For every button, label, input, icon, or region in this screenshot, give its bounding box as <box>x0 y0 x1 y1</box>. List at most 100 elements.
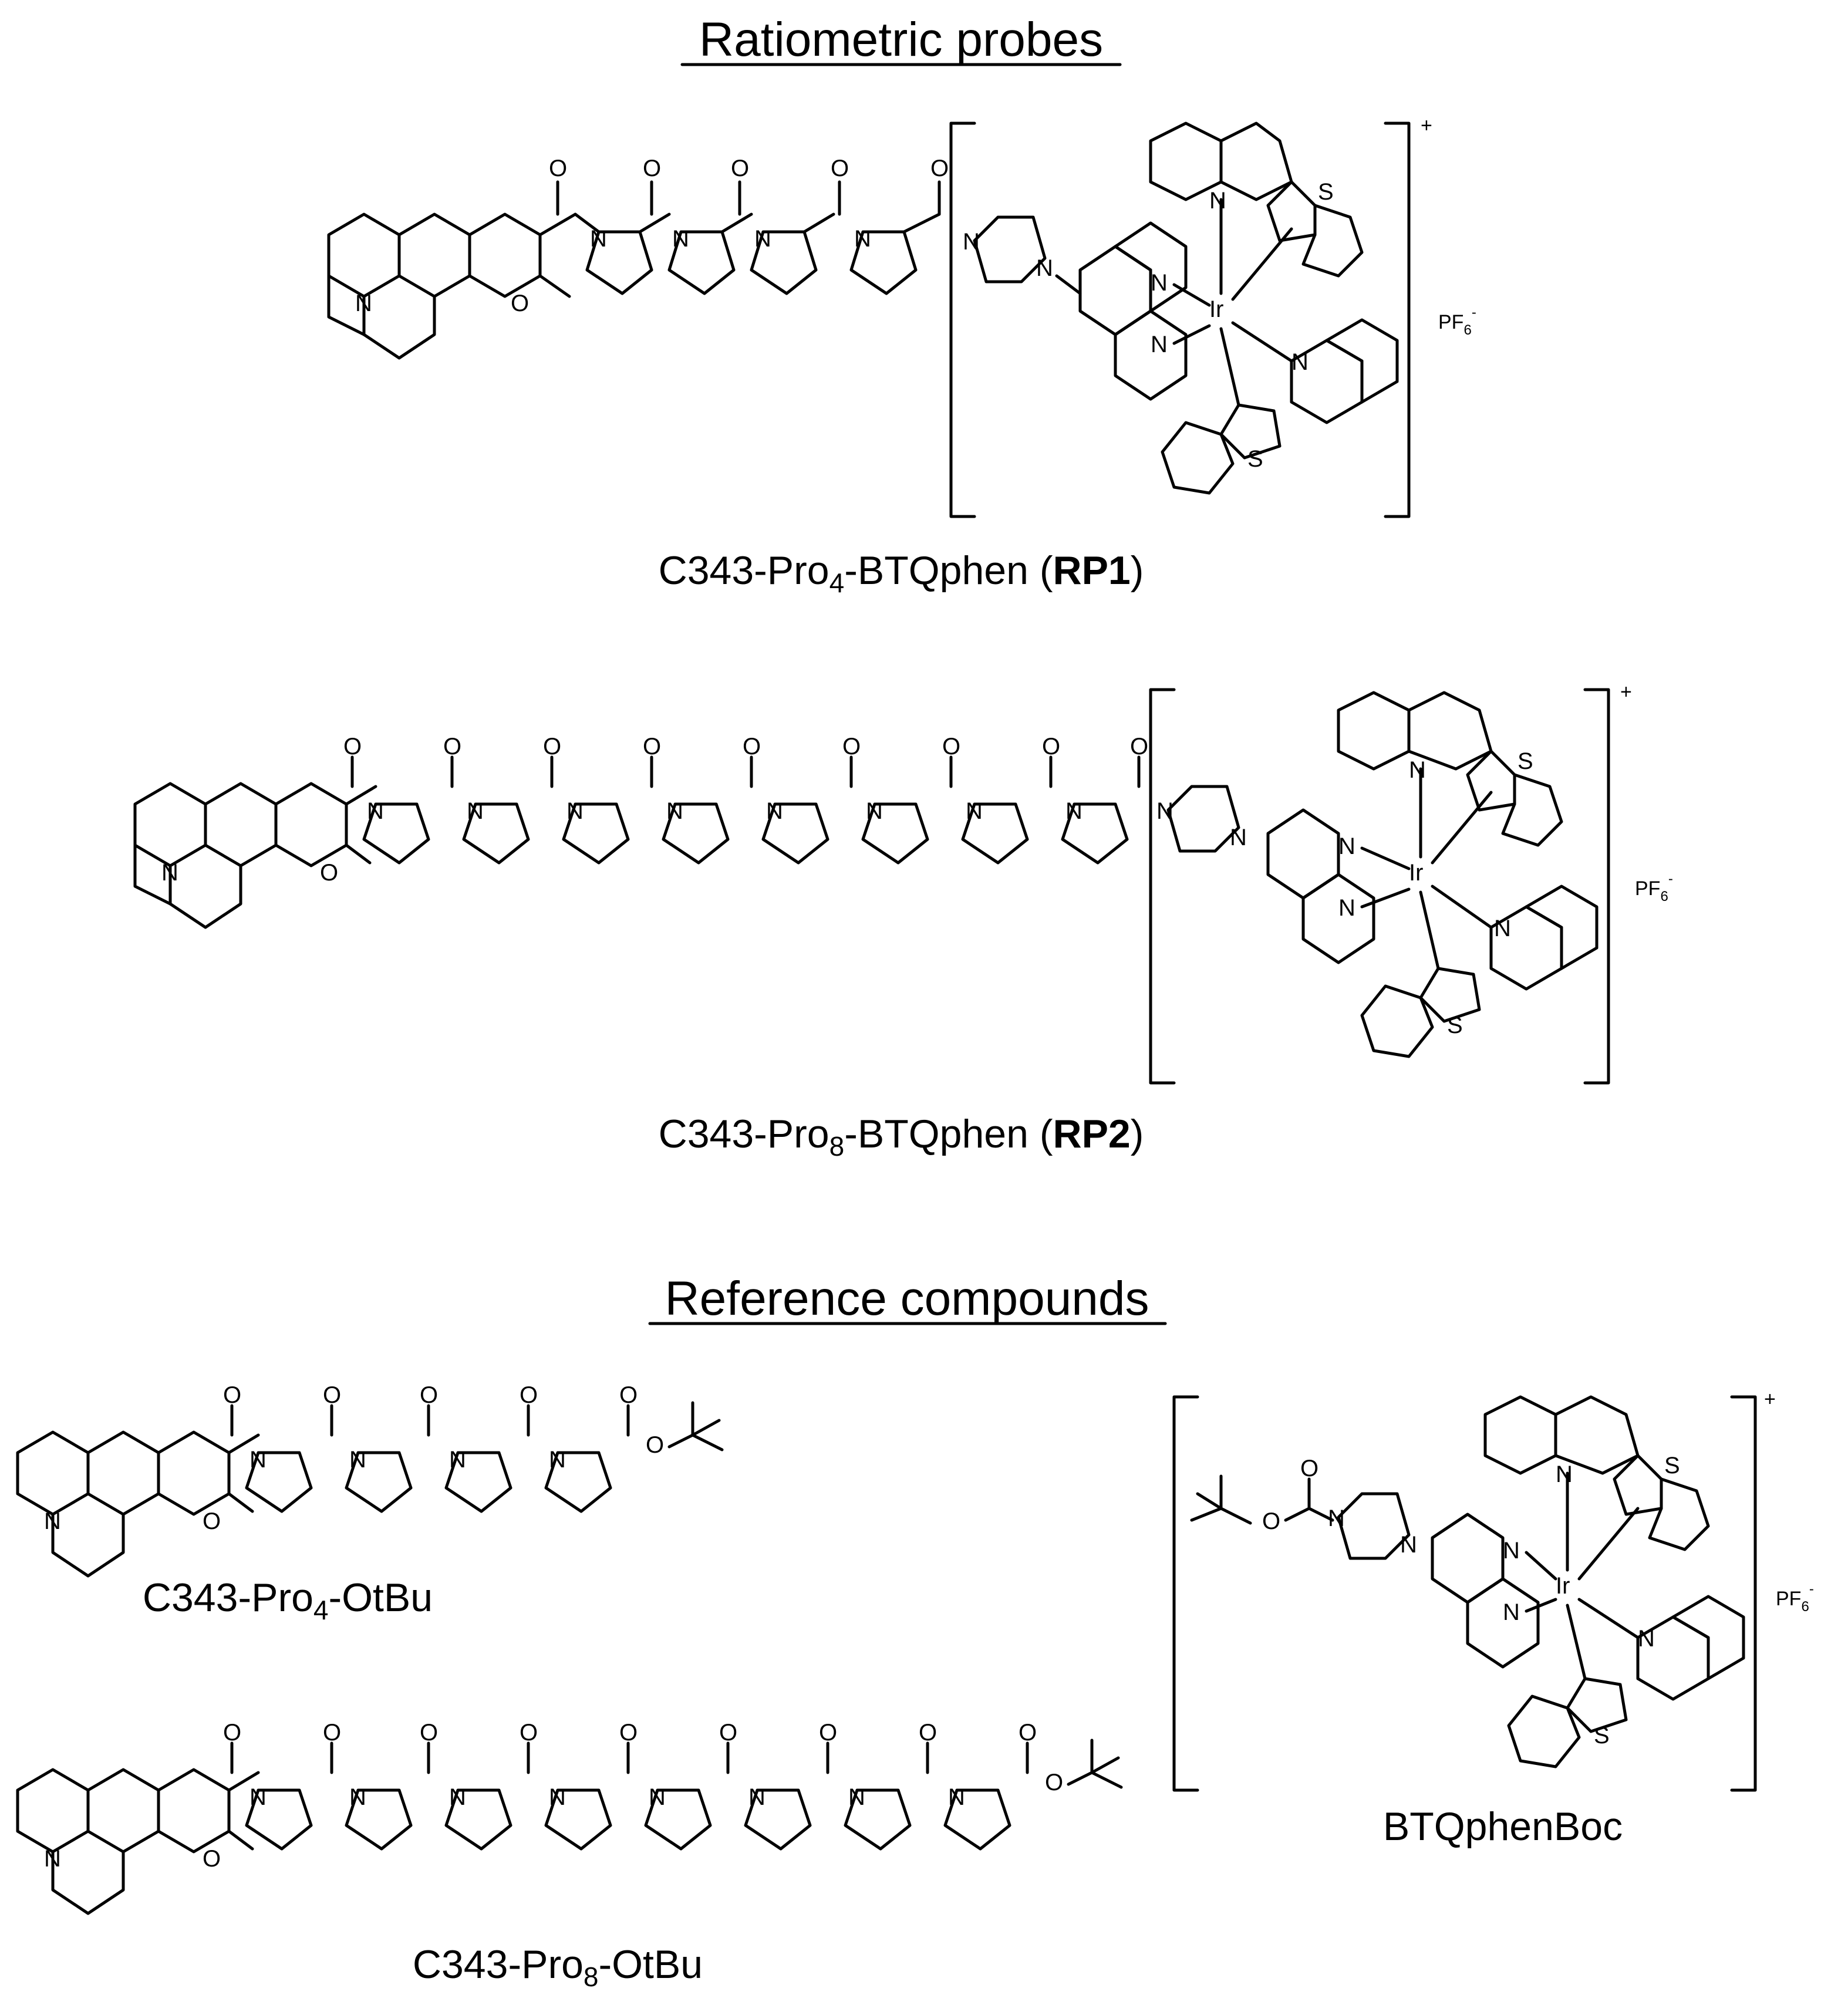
svg-text:O: O <box>831 156 849 181</box>
svg-text:N: N <box>1503 1538 1520 1564</box>
molecule-rp1: O N O N O N O N O N O <box>327 114 1476 598</box>
charge-plus: + <box>1620 681 1632 703</box>
svg-text:N: N <box>349 1447 366 1473</box>
svg-text:O: O <box>819 1720 837 1746</box>
svg-text:O: O <box>549 156 567 181</box>
svg-text:O: O <box>1130 734 1148 759</box>
bracket-left <box>1172 1395 1199 1792</box>
svg-text:N: N <box>672 226 689 252</box>
svg-text:O: O <box>203 1846 221 1872</box>
svg-text:N: N <box>1338 895 1355 921</box>
proline-chain: O N O N O N O N O <box>549 156 949 295</box>
svg-text:O: O <box>443 734 461 759</box>
svg-text:N: N <box>349 1784 366 1810</box>
svg-text:N: N <box>848 1784 865 1810</box>
svg-text:S: S <box>1664 1453 1680 1478</box>
svg-text:N: N <box>754 226 771 252</box>
svg-text:N: N <box>1556 1461 1573 1487</box>
svg-text:O: O <box>643 734 661 759</box>
iridium-complex: N N Ir N S N S <box>1266 691 1599 1058</box>
bracket-right <box>1384 121 1411 518</box>
svg-text:N: N <box>748 1784 765 1810</box>
bracket-left <box>1149 688 1176 1085</box>
svg-text:N: N <box>1409 757 1426 783</box>
svg-text:O: O <box>646 1432 664 1458</box>
iridium-complex: N N Ir N S N S <box>1078 121 1399 495</box>
svg-text:O: O <box>1045 1770 1063 1795</box>
svg-text:O: O <box>520 1720 538 1746</box>
svg-text:N: N <box>966 798 983 824</box>
bracket-left <box>949 121 976 518</box>
svg-text:N: N <box>566 798 584 824</box>
svg-text:O: O <box>643 156 661 181</box>
svg-text:N: N <box>1151 332 1168 357</box>
svg-text:N: N <box>1503 1599 1520 1625</box>
counterion-rp1: PF6- <box>1438 305 1476 338</box>
svg-text:N: N <box>1209 188 1226 214</box>
charge-plus: + <box>1764 1388 1776 1410</box>
svg-text:O: O <box>1300 1456 1318 1481</box>
svg-text:N: N <box>1156 798 1173 824</box>
label-c343-pro4-otbu: C343-Pro4-OtBu <box>143 1575 433 1625</box>
svg-text:O: O <box>731 156 749 181</box>
svg-text:O: O <box>511 291 529 316</box>
svg-text:N: N <box>549 1784 566 1810</box>
piperazine: N N <box>1156 785 1247 853</box>
svg-text:N: N <box>1230 825 1247 850</box>
svg-text:N: N <box>549 1447 566 1473</box>
svg-text:N: N <box>1400 1532 1417 1558</box>
molecule-c343-pro8-otbu: O N O N N N N N N N N O O O O O O O <box>16 1720 1123 1992</box>
molecule-c343-pro4-otbu: O N O N N N N O O O O O C343-Pro4-OtBu <box>16 1382 724 1625</box>
svg-text:N: N <box>854 226 871 252</box>
svg-text:O: O <box>203 1508 221 1534</box>
svg-text:O: O <box>719 1720 737 1746</box>
charge-plus: + <box>1421 114 1432 137</box>
svg-text:S: S <box>1318 179 1334 205</box>
svg-text:N: N <box>44 1846 61 1872</box>
molecule-btqphenboc: + O O N N N N Ir N S N S PF6- <box>1172 1388 1814 1849</box>
svg-text:N: N <box>666 798 683 824</box>
svg-text:N: N <box>866 798 883 824</box>
svg-text:O: O <box>323 1720 341 1746</box>
svg-text:O: O <box>223 1720 241 1746</box>
svg-text:N: N <box>161 860 178 886</box>
svg-text:N: N <box>1338 833 1355 859</box>
svg-text:N: N <box>355 291 372 316</box>
label-rp1: C343-Pro4-BTQphen (RP1) <box>659 548 1144 598</box>
svg-text:N: N <box>1065 798 1083 824</box>
svg-text:O: O <box>323 1382 341 1408</box>
svg-text:O: O <box>942 734 960 759</box>
svg-text:N: N <box>249 1447 267 1473</box>
svg-text:O: O <box>619 1382 638 1408</box>
counterion-btqphenboc: PF6- <box>1776 1581 1814 1615</box>
svg-text:O: O <box>420 1720 438 1746</box>
bracket-right <box>1730 1395 1757 1792</box>
svg-text:O: O <box>930 156 949 181</box>
svg-text:S: S <box>1517 748 1533 774</box>
svg-text:N: N <box>1151 270 1168 296</box>
svg-text:O: O <box>320 860 338 886</box>
svg-text:S: S <box>1247 446 1263 472</box>
svg-text:N: N <box>249 1784 267 1810</box>
svg-text:PF6-: PF6- <box>1438 305 1476 338</box>
svg-text:N: N <box>590 226 607 252</box>
svg-text:N: N <box>44 1508 61 1534</box>
svg-text:N: N <box>948 1784 965 1810</box>
svg-text:N: N <box>449 1447 466 1473</box>
svg-text:O: O <box>919 1720 937 1746</box>
svg-text:O: O <box>1042 734 1060 759</box>
svg-text:N: N <box>1494 916 1511 941</box>
svg-text:N: N <box>1638 1626 1655 1652</box>
heading-ratiometric-probes: Ratiometric probes <box>699 13 1103 66</box>
svg-text:O: O <box>223 1382 241 1408</box>
svg-text:N: N <box>963 229 980 255</box>
svg-text:N: N <box>649 1784 666 1810</box>
svg-text:N: N <box>1291 349 1309 375</box>
svg-text:N: N <box>467 798 484 824</box>
coumarin-core: O N <box>327 212 577 360</box>
svg-text:S: S <box>1447 1012 1463 1038</box>
svg-text:N: N <box>449 1784 466 1810</box>
svg-text:Ir: Ir <box>1556 1573 1570 1599</box>
counterion-rp2: PF6- <box>1635 871 1673 904</box>
